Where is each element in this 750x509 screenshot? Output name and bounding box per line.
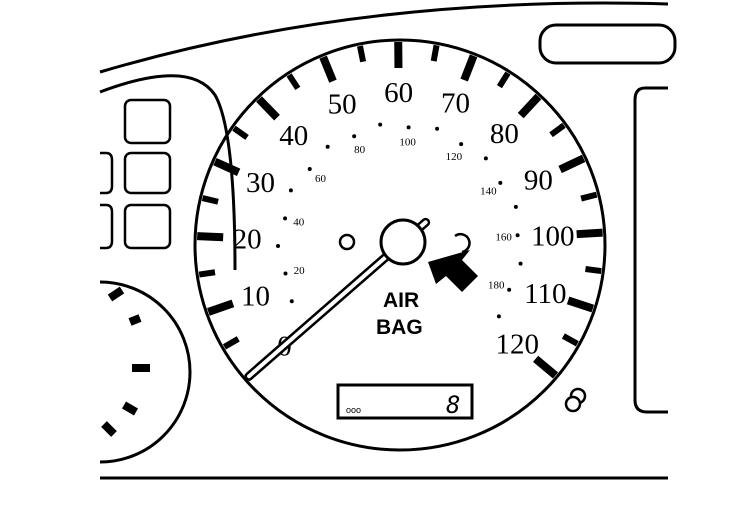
mph-label: 10 — [241, 280, 270, 312]
right-display-panel — [633, 86, 668, 414]
mph-tick — [580, 191, 598, 202]
airbag-arrow-icon — [428, 250, 478, 292]
warning-light — [123, 151, 172, 195]
mph-tick — [549, 122, 566, 138]
kmh-dot — [276, 243, 281, 248]
kmh-label: 100 — [399, 136, 416, 148]
mph-label: 120 — [495, 328, 539, 360]
top-right-panel — [538, 23, 677, 65]
kmh-dot — [435, 126, 440, 131]
kmh-dot — [515, 233, 520, 238]
odometer-label: ooo — [346, 405, 361, 415]
mph-label: 20 — [233, 223, 262, 255]
mph-tick — [566, 296, 595, 313]
mph-label: 30 — [246, 167, 275, 199]
kmh-label: 120 — [446, 151, 463, 163]
kmh-dot — [352, 134, 357, 139]
mph-tick — [213, 157, 241, 176]
mph-tick — [319, 55, 337, 83]
cluster-top-outline — [99, 1, 669, 74]
kmh-label: 140 — [480, 185, 497, 197]
odometer-value: 8 — [446, 391, 460, 419]
kmh-dot — [507, 287, 512, 292]
indicator-arc-icon — [454, 232, 471, 254]
mph-tick — [517, 93, 542, 119]
warning-light — [123, 203, 172, 250]
kmh-label: 40 — [293, 216, 305, 228]
indicator-lamp-icon — [338, 233, 356, 251]
kmh-dot — [498, 180, 503, 185]
warning-light — [123, 98, 172, 145]
kmh-dot — [518, 261, 523, 266]
mph-tick — [198, 269, 216, 278]
needle-hub — [379, 218, 427, 266]
kmh-dots — [276, 122, 523, 319]
mph-tick — [561, 333, 579, 347]
speedometer-dial — [193, 38, 607, 452]
speedometer: 0102030405060708090100110120 20406080100… — [193, 38, 607, 452]
mph-tick — [197, 232, 224, 242]
kmh-dot — [325, 144, 330, 149]
mph-tick — [533, 355, 559, 379]
kmh-label: 180 — [488, 279, 505, 291]
airbag-label-line2: BAG — [376, 316, 423, 339]
mph-tick — [430, 44, 440, 62]
mph-label: 50 — [328, 88, 357, 120]
kmh-dot — [289, 299, 294, 304]
kmh-label: 80 — [354, 144, 366, 156]
kmh-dot — [378, 122, 383, 127]
warning-light — [100, 151, 114, 195]
mph-tick — [286, 73, 301, 91]
mph-tick — [357, 45, 367, 63]
cluster-inner-outline — [99, 74, 237, 271]
odometer-display: ooo 8 — [336, 383, 474, 420]
left-gauge — [99, 280, 192, 464]
mph-tick — [576, 228, 603, 239]
kmh-dot — [307, 166, 312, 171]
kmh-dot — [288, 188, 293, 193]
mph-label: 100 — [531, 221, 575, 253]
mph-label: 110 — [524, 278, 566, 310]
mph-tick — [222, 336, 240, 350]
kmh-dot — [459, 142, 464, 147]
mph-label: 90 — [524, 165, 553, 197]
kmh-label: 60 — [315, 173, 327, 185]
mph-tick — [496, 71, 511, 89]
mph-tick — [207, 299, 235, 316]
mph-tick — [232, 125, 249, 140]
kmh-label: 20 — [294, 265, 306, 277]
mph-tick — [201, 195, 219, 205]
trip-reset-knob[interactable] — [564, 387, 587, 413]
kmh-dot — [283, 271, 288, 276]
kmh-dot — [513, 204, 518, 209]
airbag-label-line1: AIR — [383, 289, 419, 312]
mph-label: 70 — [441, 87, 470, 119]
kmh-labels: 20 40 60 80 100 120 140 160 180 — [293, 136, 512, 291]
warning-light-panel — [100, 98, 172, 250]
mph-tick — [585, 266, 602, 275]
mph-tick — [558, 154, 586, 174]
mph-tick — [256, 96, 280, 121]
kmh-dot — [496, 314, 501, 319]
kmh-dot — [406, 125, 411, 130]
warning-light — [100, 203, 114, 250]
kmh-label: 160 — [495, 231, 512, 243]
mph-label: 60 — [384, 77, 413, 109]
mph-label: 80 — [490, 118, 519, 150]
kmh-dot — [483, 156, 488, 161]
mph-ticks — [197, 41, 603, 382]
mph-tick — [460, 54, 478, 82]
mph-label: 40 — [279, 120, 308, 152]
kmh-dot — [283, 216, 288, 221]
